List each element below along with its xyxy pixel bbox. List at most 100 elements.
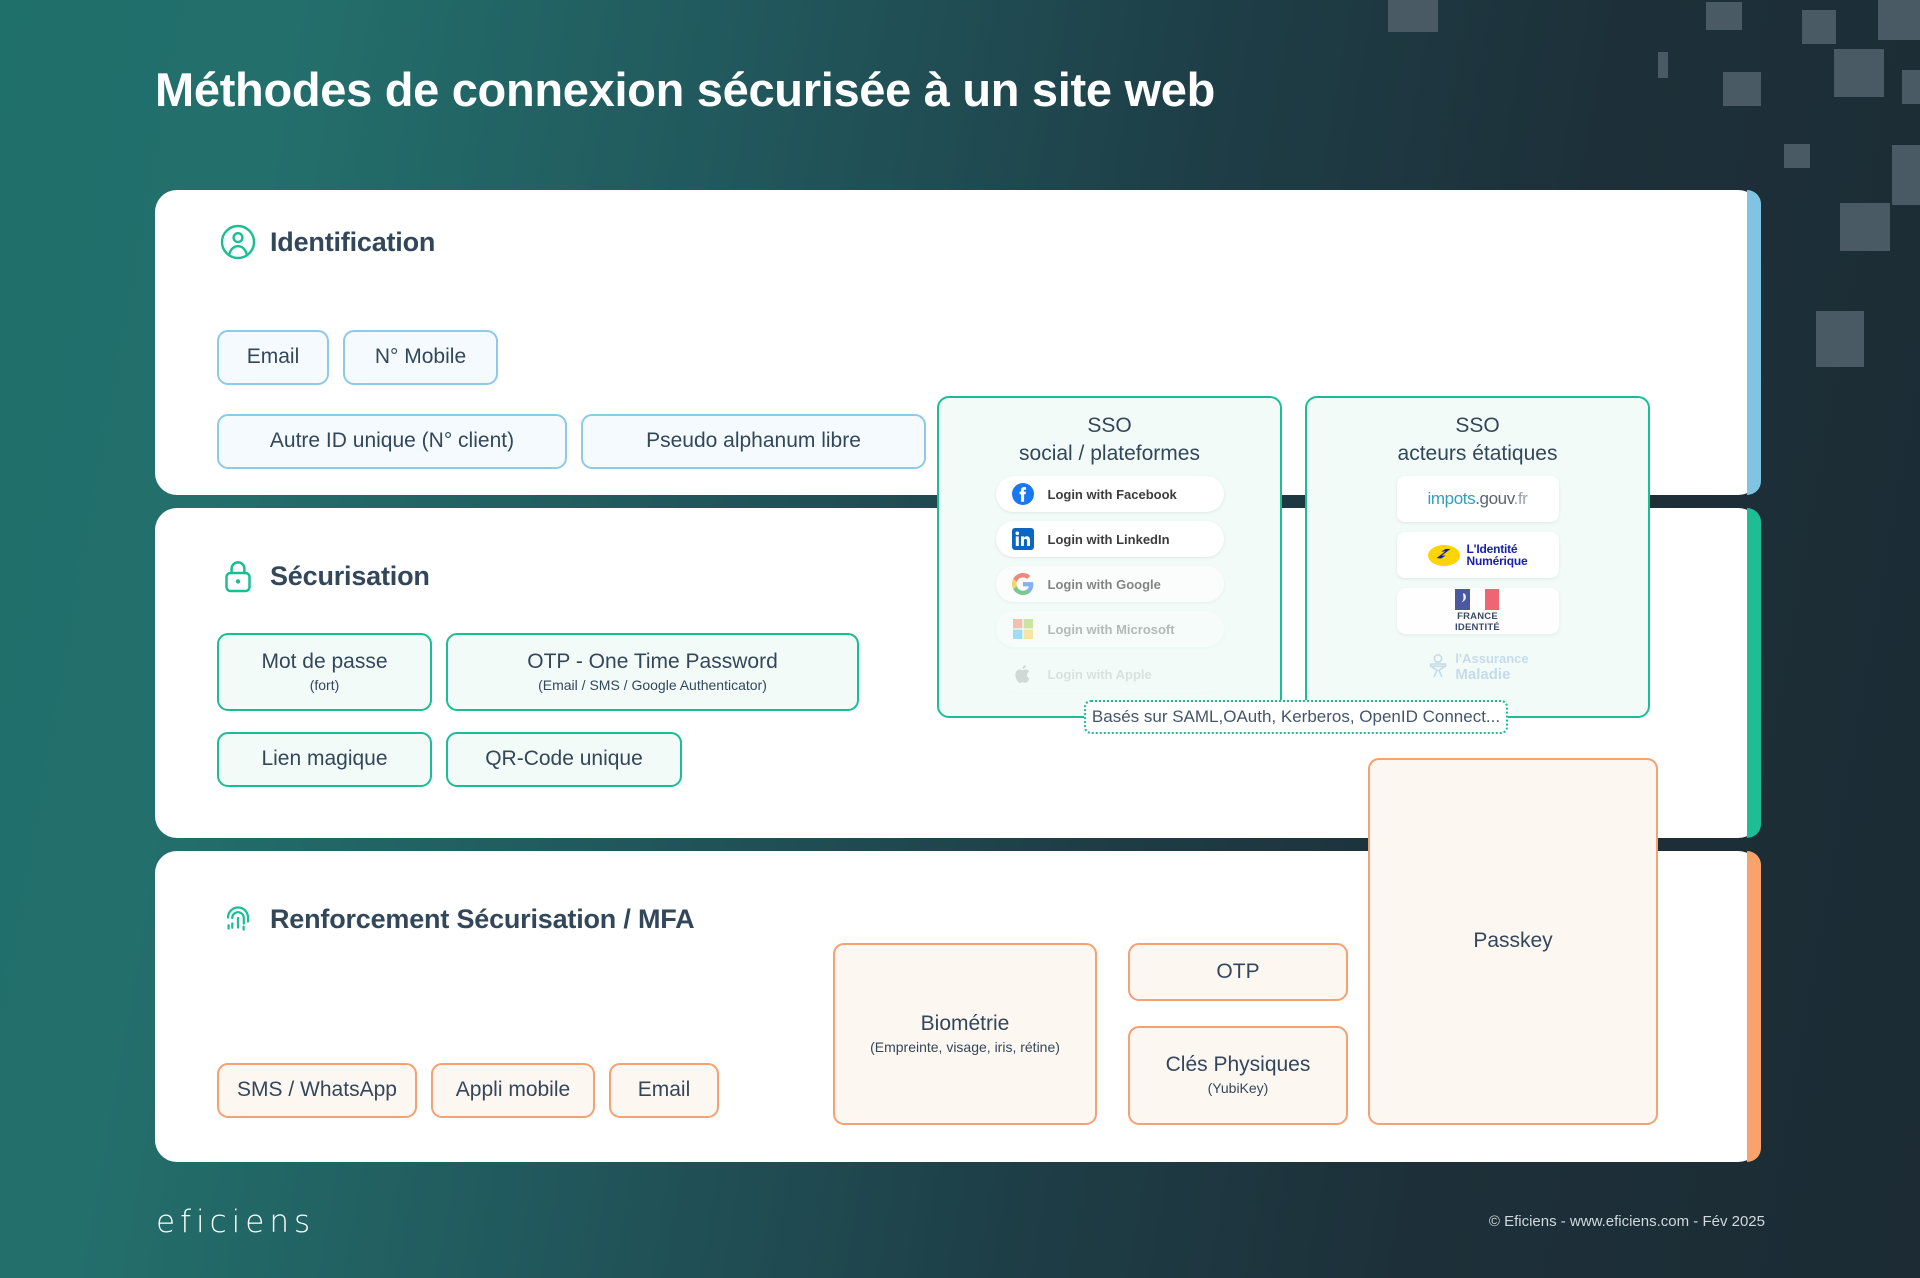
chip-lien-magique[interactable]: Lien magique bbox=[217, 732, 432, 787]
facebook-icon bbox=[1011, 483, 1034, 505]
login-with-apple-button[interactable]: Login with Apple bbox=[995, 656, 1224, 692]
accent-bar-mfa bbox=[1747, 851, 1761, 1162]
padlock-icon bbox=[220, 558, 256, 594]
login-with-linkedin-button[interactable]: Login with LinkedIn bbox=[995, 521, 1224, 557]
login-button-label: Login with Apple bbox=[1047, 666, 1152, 682]
chip-pseudo-alphanum[interactable]: Pseudo alphanum libre bbox=[581, 414, 926, 469]
accent-bar-identification bbox=[1747, 190, 1761, 495]
chip-qr-code-unique[interactable]: QR-Code unique bbox=[446, 732, 682, 787]
chip-sms-whatsapp[interactable]: SMS / WhatsApp bbox=[217, 1063, 417, 1118]
chip-label: Biométrie bbox=[920, 1011, 1010, 1035]
chip-mobile-number[interactable]: N° Mobile bbox=[343, 330, 498, 385]
sso-state-title-line2: acteurs étatiques bbox=[1397, 441, 1558, 465]
login-button-label: Login with LinkedIn bbox=[1047, 531, 1170, 547]
sso-state-title-line1: SSO bbox=[1455, 414, 1500, 437]
impots-gouv-fr-button[interactable]: impots.gouv.fr bbox=[1396, 476, 1559, 522]
linkedin-icon bbox=[1011, 528, 1034, 550]
decorative-square bbox=[1723, 72, 1761, 106]
panel-sso-social: SSO social / plateformes Login with Face… bbox=[937, 396, 1282, 718]
decorative-square bbox=[1892, 145, 1920, 205]
decorative-square bbox=[1784, 144, 1810, 168]
copyright-text: © Eficiens - www.eficiens.com - Fév 2025 bbox=[1488, 1213, 1765, 1230]
microsoft-icon bbox=[1012, 618, 1034, 640]
chip-label: Mot de passe bbox=[261, 649, 388, 673]
chip-other-unique-id[interactable]: Autre ID unique (N° client) bbox=[217, 414, 567, 469]
login-button-label: Login with Facebook bbox=[1047, 486, 1177, 502]
chip-cles-physiques[interactable]: Clés Physiques (YubiKey) bbox=[1128, 1026, 1348, 1125]
chip-label: N° Mobile bbox=[374, 345, 467, 369]
decorative-square bbox=[1816, 311, 1864, 367]
login-with-google-button[interactable]: Login with Google bbox=[995, 566, 1224, 602]
login-with-facebook-button[interactable]: Login with Facebook bbox=[995, 476, 1224, 512]
chip-label: Pseudo alphanum libre bbox=[646, 429, 861, 453]
assurance-maladie-mark bbox=[1426, 653, 1450, 682]
google-icon bbox=[1011, 573, 1034, 595]
annotation-sso-protocols: Basés sur SAML,OAuth, Kerberos, OpenID C… bbox=[1084, 700, 1508, 734]
user-circle-icon bbox=[220, 224, 256, 260]
chip-label: Appli mobile bbox=[455, 1078, 571, 1102]
decorative-square bbox=[1706, 2, 1742, 30]
panel-sso-social-title: SSO social / plateformes bbox=[939, 412, 1280, 467]
chip-email-id[interactable]: Email bbox=[217, 330, 329, 385]
eficiens-logo: eficiens bbox=[156, 1204, 316, 1240]
chip-otp-one-time-password[interactable]: OTP - One Time Password (Email / SMS / G… bbox=[446, 633, 859, 711]
sso-social-title-line1: SSO bbox=[1087, 414, 1132, 437]
login-button-label: Login with Google bbox=[1047, 576, 1161, 592]
chip-sublabel: (Email / SMS / Google Authenticator) bbox=[538, 676, 767, 693]
panel-sso-etatiques-title: SSO acteurs étatiques bbox=[1307, 412, 1648, 467]
fingerprint-icon bbox=[220, 901, 256, 937]
card-header-mfa: Renforcement Sécurisation / MFA bbox=[220, 901, 695, 937]
panel-sso-etatiques: SSO acteurs étatiques impots.gouv.fr L'I… bbox=[1305, 396, 1650, 718]
chip-mot-de-passe[interactable]: Mot de passe (fort) bbox=[217, 633, 432, 711]
chip-passkey[interactable]: Passkey bbox=[1368, 758, 1658, 1125]
chip-label: OTP bbox=[1216, 959, 1260, 983]
chip-sublabel: (YubiKey) bbox=[1207, 1080, 1269, 1097]
card-title-securisation: Sécurisation bbox=[270, 560, 430, 591]
chip-sublabel: (fort) bbox=[309, 676, 340, 693]
chip-label: Clés Physiques bbox=[1165, 1053, 1311, 1077]
card-title-mfa: Renforcement Sécurisation / MFA bbox=[270, 903, 695, 934]
card-title-identification: Identification bbox=[270, 226, 436, 257]
la-poste-bird-icon bbox=[1427, 544, 1460, 566]
login-with-microsoft-button[interactable]: Login with Microsoft bbox=[995, 611, 1224, 647]
decorative-square bbox=[1802, 10, 1836, 44]
apple-icon bbox=[1012, 663, 1034, 685]
chip-email-mfa[interactable]: Email bbox=[609, 1063, 719, 1118]
decorative-square bbox=[1902, 70, 1920, 104]
sso-social-provider-list: Login with Facebook Login with LinkedIn bbox=[939, 476, 1280, 701]
decorative-square bbox=[1834, 49, 1884, 97]
sso-social-title-line2: social / plateformes bbox=[1019, 441, 1200, 465]
chip-label: Passkey bbox=[1473, 929, 1553, 953]
accent-bar-securisation bbox=[1747, 508, 1761, 838]
chip-label: Email bbox=[637, 1078, 691, 1102]
chip-label: SMS / WhatsApp bbox=[237, 1078, 397, 1102]
impots-gouv-fr-logo: impots.gouv.fr bbox=[1427, 489, 1528, 508]
chip-label: QR-Code unique bbox=[485, 747, 643, 771]
chip-sublabel: (Empreinte, visage, iris, rétine) bbox=[870, 1038, 1060, 1055]
decorative-square bbox=[1658, 52, 1668, 78]
chip-biometrie[interactable]: Biométrie (Empreinte, visage, iris, réti… bbox=[833, 943, 1097, 1125]
chip-otp-mfa[interactable]: OTP bbox=[1128, 943, 1348, 1001]
decorative-square bbox=[1840, 203, 1890, 251]
france-flag-icon bbox=[1455, 588, 1500, 610]
login-button-label: Login with Microsoft bbox=[1047, 621, 1175, 637]
decorative-square bbox=[1388, 0, 1438, 32]
chip-label: OTP - One Time Password bbox=[527, 649, 778, 673]
chip-label: Lien magique bbox=[261, 747, 388, 771]
card-header-securisation: Sécurisation bbox=[220, 558, 430, 594]
chip-appli-mobile[interactable]: Appli mobile bbox=[431, 1063, 595, 1118]
page-title: Méthodes de connexion sécurisée à un sit… bbox=[155, 63, 1215, 116]
decorative-square bbox=[1878, 0, 1920, 40]
card-header-identification: Identification bbox=[220, 224, 435, 260]
